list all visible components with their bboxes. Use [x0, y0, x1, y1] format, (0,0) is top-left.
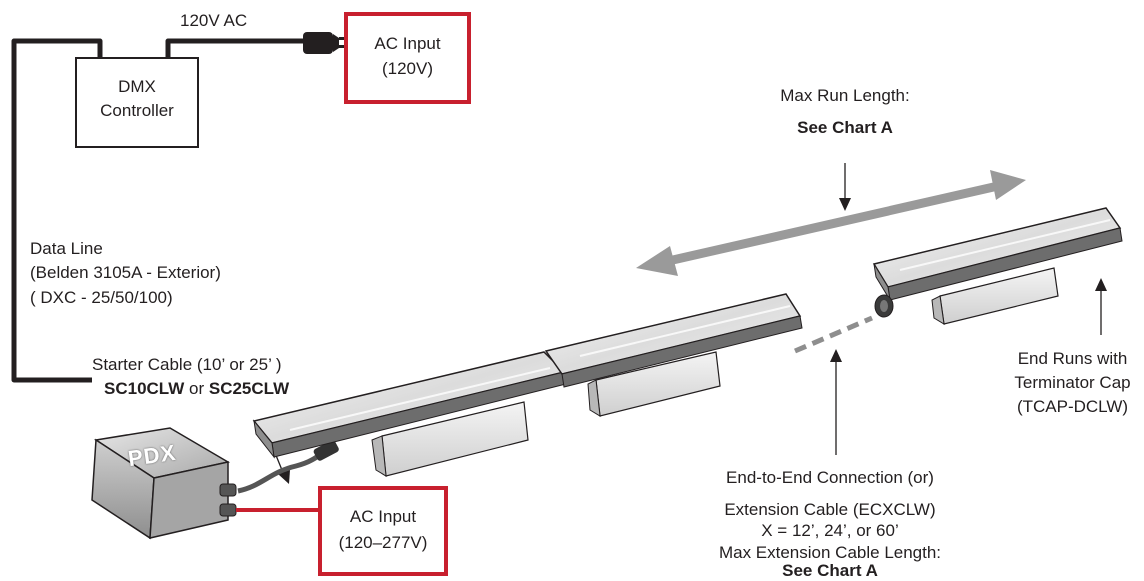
- starter-cable-label: Starter Cable (10’ or 25’ ): [92, 355, 282, 374]
- power-plug-icon: [303, 32, 348, 54]
- connection-pointer-arrow: [830, 349, 842, 455]
- connection-line2: Extension Cable (ECXCLW): [724, 500, 936, 519]
- data-line-part-numbers: ( DXC - 25/50/100): [30, 288, 173, 307]
- end-runs-line2: Terminator Cap: [1014, 373, 1131, 392]
- terminator-pointer-arrow: [1095, 278, 1107, 335]
- linear-light-fixture-icon-3: [872, 207, 1123, 325]
- ac-input-top-line1: AC Input: [374, 34, 441, 53]
- power-source-label: 120V AC: [180, 11, 248, 30]
- end-runs-line3: (TCAP-DCLW): [1016, 397, 1129, 416]
- terminator-cap-icon: [874, 294, 894, 318]
- connection-chart-ref: See Chart A: [782, 561, 878, 580]
- ac-input-bottom-line2: (120–277V): [338, 533, 428, 552]
- starter-cable-part-a: SC10CLW: [104, 379, 185, 398]
- data-line-cable-type: (Belden 3105A - Exterior): [30, 263, 221, 282]
- dmx-controller-box: DMX Controller: [75, 57, 199, 148]
- controller-power-cable: [165, 38, 305, 58]
- pdx-junction-box-icon: [91, 427, 237, 540]
- data-line-label: Data Line: [30, 239, 103, 258]
- extension-cable-dashed: [794, 315, 873, 354]
- ac-input-top-line2: (120V): [381, 59, 434, 78]
- starter-cable-part-b: SC25CLW: [208, 379, 290, 398]
- end-runs-line1: End Runs with: [1017, 349, 1128, 368]
- connection-line4: Max Extension Cable Length:: [718, 543, 942, 562]
- data-line-cable: [11, 38, 103, 383]
- max-run-chart-ref: See Chart A: [797, 118, 893, 137]
- dmx-controller-line2: Controller: [100, 101, 174, 120]
- ac-input-top-box: AC Input (120V): [344, 12, 471, 104]
- max-run-label: Max Run Length:: [780, 86, 910, 105]
- starter-cable-connector: [313, 440, 339, 461]
- connection-line3: X = 12’, 24’, or 60’: [761, 521, 899, 540]
- dmx-controller-line1: DMX: [118, 77, 156, 96]
- connection-line1: End-to-End Connection (or): [726, 468, 934, 487]
- ac-input-bottom-line1: AC Input: [349, 507, 417, 526]
- linear-light-fixture-icon: [252, 351, 567, 477]
- starter-cable-joiner: or: [184, 379, 209, 398]
- linear-light-fixture-icon-2: [544, 293, 803, 417]
- starter-cable-parts: SC10CLW or SC25CLW: [104, 378, 289, 399]
- max-run-pointer-arrow: [839, 163, 851, 211]
- ac-input-bottom-box: AC Input (120–277V): [318, 486, 448, 576]
- starter-cable: [237, 448, 328, 494]
- double-arrow-icon: [636, 170, 1026, 276]
